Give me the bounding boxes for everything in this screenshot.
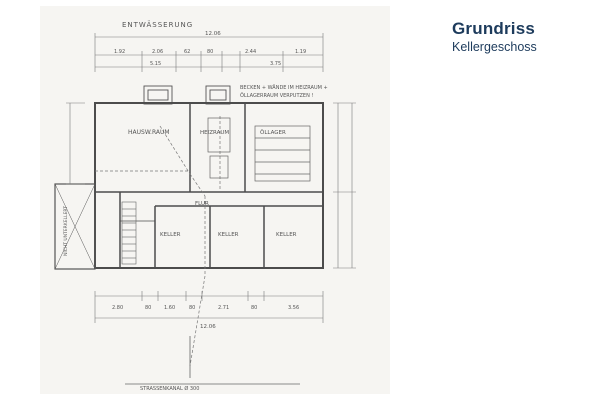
- page-title: Grundriss: [452, 19, 536, 38]
- dim-top-row2-2: 3.75: [270, 61, 281, 67]
- dim-bottom-3: 1.60: [164, 305, 175, 311]
- dim-bottom-7: 3.56: [288, 305, 299, 311]
- dim-bottom-1: 2.80: [112, 305, 123, 311]
- dim-top-total: 12.06: [205, 31, 221, 37]
- plan-heading: ENTWÄSSERUNG: [122, 20, 193, 29]
- staircase: [121, 201, 137, 265]
- sewer-label: STRASSENKANAL Ø 300: [140, 385, 199, 392]
- left-dimension-lines: [66, 102, 85, 185]
- dim-top-3: 62: [184, 49, 190, 55]
- room-label-oellager: ÖLLAGER: [260, 129, 286, 136]
- top-dimension-lines: [94, 33, 324, 72]
- room-label-heizraum: HEIZRAUM: [200, 130, 229, 136]
- room-label-nicht-unterkellert: NICHT UNTERKELLERT: [63, 206, 69, 256]
- dim-bottom-total: 12.06: [200, 324, 216, 330]
- room-label-hauswirtschaft: HAUSW.RAUM: [128, 129, 170, 136]
- dim-bottom-6: 80: [251, 305, 257, 311]
- dim-top-5: 2.44: [245, 49, 256, 55]
- right-dimension-lines: [333, 102, 356, 269]
- dim-bottom-2: 80: [145, 305, 151, 311]
- dim-top-2: 2.06: [152, 49, 163, 55]
- dim-top-row2-1: 5.15: [150, 61, 161, 67]
- floor-plan-drawing: ENTWÄSSERUNG 12.06 1.92 2.06 62 80 2.44 …: [40, 6, 390, 394]
- dim-top-1: 1.92: [114, 49, 125, 55]
- dim-bottom-5: 2.71: [218, 305, 229, 311]
- room-label-keller-left: KELLER: [160, 232, 181, 238]
- plan-note-line-1: BECKEN + WÄNDE IM HEIZRAUM +: [240, 84, 328, 91]
- plan-note-line-2: ÖLLAGERRAUM VERPUTZEN !: [240, 92, 313, 99]
- page-subtitle: Kellergeschoss: [452, 40, 537, 54]
- interior-walls: [95, 103, 323, 268]
- floor-plan-scan: ENTWÄSSERUNG 12.06 1.92 2.06 62 80 2.44 …: [40, 6, 390, 394]
- room-label-keller-mid: KELLER: [218, 232, 239, 238]
- paper-background: [40, 6, 390, 394]
- bottom-dimension-lines: [94, 291, 324, 323]
- sewer-connection: [125, 336, 300, 385]
- drainage-lines: [95, 116, 221, 367]
- heating-equipment: [207, 117, 311, 182]
- room-label-flur: FLUR: [195, 201, 209, 207]
- dim-top-6: 1.19: [295, 49, 306, 55]
- room-label-keller-right: KELLER: [276, 232, 297, 238]
- dim-bottom-4: 80: [189, 305, 195, 311]
- dim-top-4: 80: [207, 49, 213, 55]
